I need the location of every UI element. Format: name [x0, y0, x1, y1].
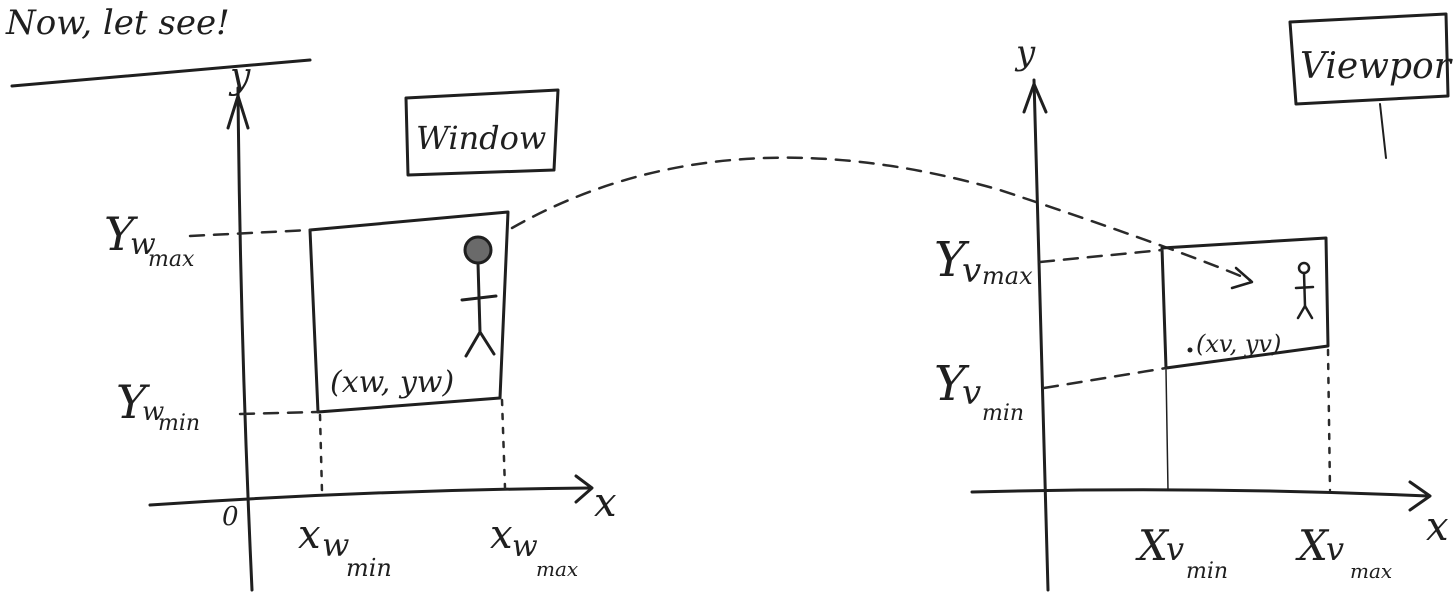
viewport-xmax-label: X v max [1295, 521, 1392, 583]
window-y-axis-label: y [228, 56, 251, 97]
viewport-ymax-base: Y [934, 232, 970, 288]
window-panel: y x 0 Window Y w max Y w min x w [104, 56, 617, 592]
window-ymax-sub: w [130, 227, 156, 262]
viewport-label-box [1288, 12, 1450, 106]
heading-text: Now, let see! [5, 3, 230, 43]
window-x-axis-arrowhead [574, 474, 594, 504]
window-ymax-label: Y w max [104, 207, 195, 272]
window-xmax-sub: w [512, 529, 538, 564]
window-origin-label: 0 [222, 502, 239, 532]
window-ymin-label: Y w min [116, 375, 200, 436]
viewport-y-axis-label: y [1014, 33, 1036, 73]
viewport-y-axis-arrowhead [1022, 82, 1048, 114]
viewport-ymin-base: Y [934, 356, 970, 412]
window-figure-arms [460, 294, 498, 302]
viewport-figure-legs [1296, 304, 1314, 320]
viewport-panel: y x Viewport Y v max Y v min X v [934, 12, 1453, 592]
viewport-x-axis [970, 488, 1430, 498]
viewport-xmin-sub2: min [1186, 559, 1228, 584]
window-xmin-sub2: min [346, 554, 392, 582]
viewport-label-text: Viewport [1300, 46, 1453, 87]
window-xmax-base: x [490, 512, 513, 558]
window-ymax-base: Y [104, 207, 139, 261]
viewport-x-axis-label: x [1426, 504, 1449, 550]
window-ymin-base: Y [116, 375, 151, 429]
viewport-y-axis [1032, 78, 1050, 592]
viewport-xmax-sub: v [1326, 530, 1344, 568]
viewport-figure-body [1302, 271, 1307, 308]
heading-underline [10, 58, 312, 88]
viewport-ymax-sub: v [962, 251, 981, 291]
viewport-xmax-guide [1326, 348, 1332, 492]
viewport-ymin-guide [1042, 366, 1168, 390]
window-ymin-sub2: min [158, 411, 200, 436]
viewport-xmax-sub2: max [1350, 559, 1392, 583]
window-xmax-guide [500, 398, 507, 490]
window-figure-legs [464, 330, 496, 358]
mapping-arrowhead [1230, 266, 1254, 290]
viewport-ymin-label: Y v min [934, 356, 1024, 426]
window-x-axis [148, 486, 592, 507]
window-xmax-label: x w max [490, 512, 578, 581]
viewport-stick-figure [1294, 261, 1315, 320]
window-xmin-label: x w min [298, 512, 392, 582]
window-ymax-guide [188, 228, 312, 238]
window-figure-head [463, 235, 493, 265]
window-y-axis-arrowhead [226, 94, 250, 130]
window-ymin-sub: w [142, 397, 164, 427]
viewport-figure-head [1297, 261, 1311, 275]
viewport-point-dot [1187, 347, 1193, 353]
viewport-ymax-label: Y v max [934, 232, 1033, 291]
viewport-ymin-sub2: min [982, 401, 1024, 426]
viewport-xmin-label: X v min [1135, 521, 1228, 584]
viewport-xmin-base: X [1135, 521, 1170, 570]
viewport-xmin-guide [1165, 369, 1169, 491]
window-ymax-sub2: max [148, 247, 195, 272]
window-x-axis-label: x [594, 480, 617, 526]
window-stick-figure [460, 235, 498, 358]
window-y-axis [236, 86, 254, 592]
window-xmin-base: x [298, 512, 321, 558]
mapping-arrow [510, 156, 1252, 282]
viewport-label-tail [1379, 103, 1387, 159]
viewport-figure-arms [1294, 285, 1315, 290]
viewport-point-label: (xv, yv) [1196, 330, 1281, 358]
viewport-xmin-sub: v [1166, 530, 1184, 568]
viewport-xmax-base: X [1295, 521, 1330, 570]
viewport-ymax-guide [1038, 248, 1164, 264]
viewport-ymax-sub2: max [982, 262, 1033, 290]
window-xmin-sub: w [322, 526, 349, 564]
window-label-text: Window [416, 119, 546, 157]
window-xmax-sub2: max [536, 557, 578, 581]
window-xmin-guide [318, 413, 324, 494]
window-point-label: (xw, yw) [330, 365, 454, 400]
viewport-ymin-sub: v [962, 373, 981, 413]
window-ymin-guide [238, 410, 320, 416]
window-rectangle [308, 210, 510, 414]
window-label-box [404, 88, 560, 177]
viewport-rectangle [1160, 236, 1330, 370]
viewport-x-axis-arrowhead [1408, 480, 1432, 512]
